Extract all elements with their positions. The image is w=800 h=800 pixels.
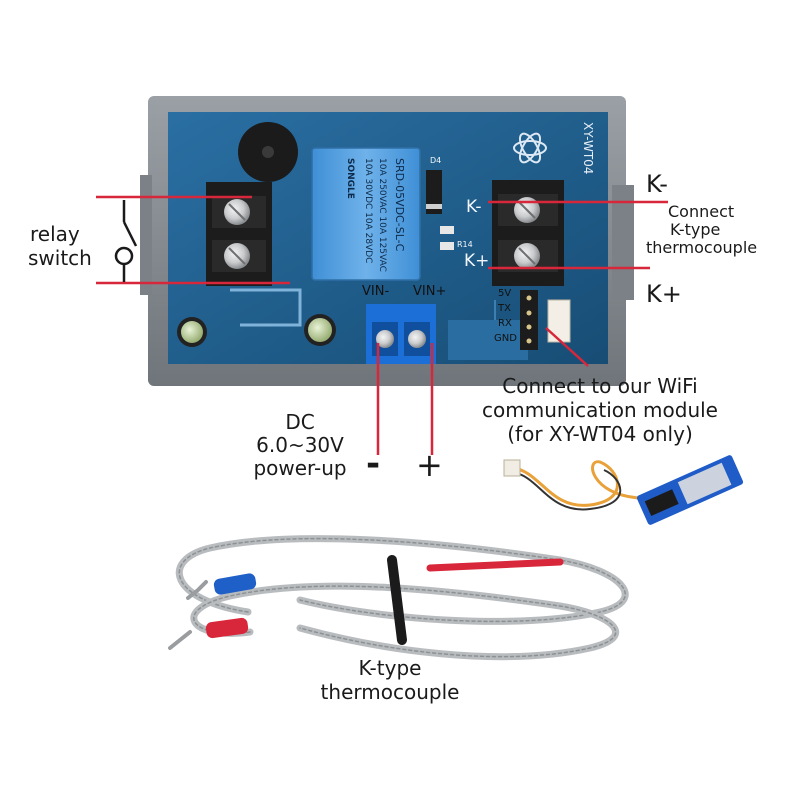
- wifi-header-connector: [520, 290, 571, 350]
- component-label-r14: R14: [457, 240, 473, 249]
- relay-rating-text-1: 10A 250VAC 10A 125VAC: [377, 158, 387, 272]
- logo-icon: [513, 132, 547, 164]
- thermocouple-label-line1: K-type: [358, 656, 422, 680]
- diode-component: [426, 170, 454, 250]
- relay-label-line2: switch: [28, 246, 92, 270]
- dc-label-line1: DC: [285, 410, 315, 434]
- header-pin-rx: RX: [498, 318, 512, 329]
- wifi-label-line3: (for XY-WT04 only): [507, 422, 693, 446]
- wifi-label-line1: Connect to our WiFi: [502, 374, 698, 398]
- dc-minus-sign: -: [366, 444, 381, 484]
- k-minus-label: K-: [646, 170, 668, 198]
- relay-switch-symbol-icon: [114, 200, 138, 282]
- relay-rating-text-2: 10A 30VDC 10A 28VDC: [363, 158, 373, 263]
- header-pin-5v: 5V: [498, 288, 512, 299]
- component-label-d4: D4: [430, 156, 442, 165]
- relay: SRD-05VDC-SL-C 10A 250VAC 10A 125VAC 10A…: [311, 147, 421, 281]
- dc-label-line2: 6.0~30V: [256, 433, 344, 457]
- relay-label-line1: relay: [30, 222, 80, 246]
- pin-label-vin-minus: VIN-: [362, 284, 390, 299]
- dc-plus-sign: +: [416, 446, 443, 484]
- relay-terminal-block: [206, 182, 272, 286]
- board-model-label: XY-WT04: [581, 122, 595, 174]
- pin-label-kminus: K-: [466, 197, 482, 217]
- header-pin-gnd: GND: [494, 333, 517, 344]
- header-pin-tx: TX: [498, 303, 511, 314]
- thermocouple-probe: [168, 535, 629, 661]
- capacitor: [177, 314, 336, 347]
- wifi-module: [503, 455, 744, 525]
- power-terminal-block: [366, 304, 436, 364]
- relay-brand-text: SONGLE: [345, 158, 355, 199]
- pin-label-kplus: K+: [464, 251, 490, 271]
- k-plus-label: K+: [646, 280, 682, 308]
- wifi-label-line2: communication module: [482, 398, 718, 422]
- relay-model-text: SRD-05VDC-SL-C: [393, 158, 406, 252]
- connect-label-line2: K-type: [670, 220, 721, 239]
- pin-label-vin-plus: VIN+: [413, 284, 447, 299]
- dc-label-line3: power-up: [253, 456, 347, 480]
- buzzer: [238, 122, 298, 182]
- thermocouple-terminal-block: [492, 180, 564, 286]
- callout-lines: [96, 195, 668, 455]
- connect-label-line3: thermocouple: [646, 238, 758, 257]
- connect-label-line1: Connect: [668, 202, 735, 221]
- thermocouple-label-line2: thermocouple: [320, 680, 460, 704]
